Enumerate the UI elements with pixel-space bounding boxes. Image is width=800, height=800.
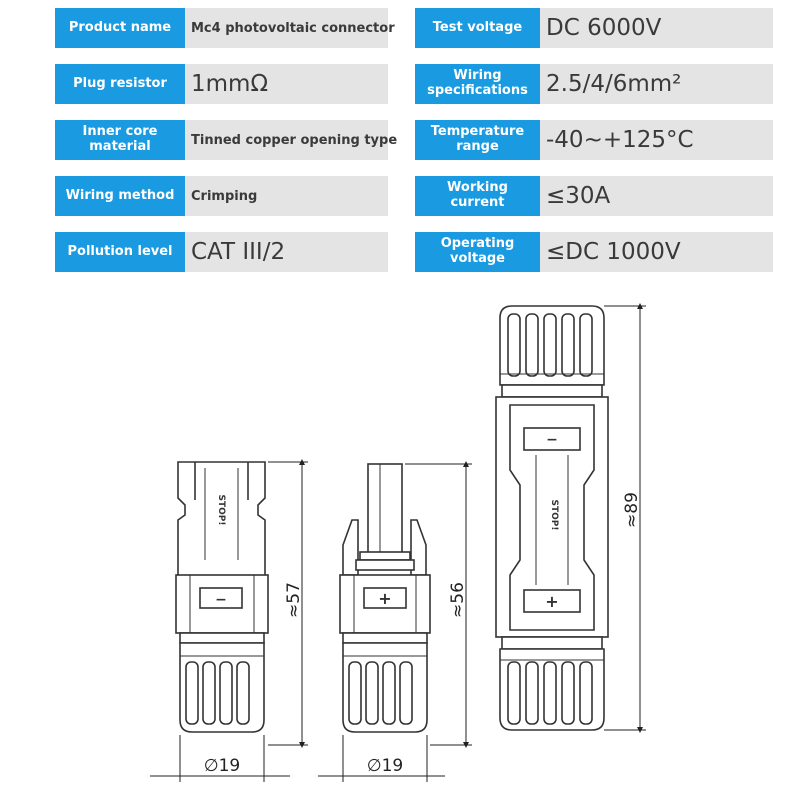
spec-value-working-current: ≤30A bbox=[540, 176, 773, 216]
male-plus-sign: + bbox=[378, 589, 391, 608]
specification-table: Product name Mc4 photovoltaic connector … bbox=[0, 0, 800, 290]
assembled-length-label: ≈89 bbox=[622, 492, 642, 528]
spec-value-temperature-range: -40~+125°C bbox=[540, 120, 773, 160]
female-stop-mark: STOP! bbox=[216, 495, 226, 526]
spec-row-product-name: Product name Mc4 photovoltaic connector … bbox=[55, 8, 775, 48]
assembled-plus-sign: + bbox=[545, 592, 558, 611]
female-connector-drawing bbox=[175, 461, 269, 733]
spec-label-working-current: Working current bbox=[415, 176, 540, 216]
spec-label-wiring-method: Wiring method bbox=[55, 176, 185, 216]
male-length-label: ≈56 bbox=[448, 582, 468, 618]
spec-value-test-voltage: DC 6000V bbox=[540, 8, 773, 48]
spec-value-operating-voltage: ≤DC 1000V bbox=[540, 232, 773, 272]
female-diameter-label: ∅19 bbox=[204, 756, 240, 776]
spec-label-test-voltage: Test voltage bbox=[415, 8, 540, 48]
assembled-connector-drawing bbox=[495, 305, 609, 731]
connector-technical-drawing: STOP! − ≈57 ∅19 + bbox=[150, 303, 646, 782]
assembled-stop-mark: STOP! bbox=[549, 500, 559, 531]
spec-value-product-name: Mc4 photovoltaic connector bbox=[185, 8, 395, 48]
female-length-label: ≈57 bbox=[284, 582, 304, 618]
male-diameter-label: ∅19 bbox=[367, 756, 403, 776]
female-minus-sign: − bbox=[215, 592, 227, 608]
spec-label-inner-core-material: Inner core material bbox=[55, 120, 185, 160]
male-connector-drawing bbox=[339, 463, 431, 733]
spec-value-pollution-level: CAT III/2 bbox=[185, 232, 388, 272]
spec-row-inner-core: Inner core material Tinned copper openin… bbox=[55, 120, 775, 160]
spec-value-inner-core-material: Tinned copper opening type bbox=[185, 120, 397, 160]
spec-label-plug-resistor: Plug resistor bbox=[55, 64, 185, 104]
spec-label-product-name: Product name bbox=[55, 8, 185, 48]
spec-row-plug-resistor: Plug resistor 1mmΩ Wiring specifications… bbox=[55, 64, 775, 104]
spec-row-wiring-method: Wiring method Crimping Working current ≤… bbox=[55, 176, 775, 216]
spec-label-temperature-range: Temperature range bbox=[415, 120, 540, 160]
spec-label-operating-voltage: Operating voltage bbox=[415, 232, 540, 272]
spec-label-wiring-specifications: Wiring specifications bbox=[415, 64, 540, 104]
assembled-minus-sign: − bbox=[546, 432, 558, 448]
spec-value-wiring-specifications: 2.5/4/6mm² bbox=[540, 64, 773, 104]
spec-label-pollution-level: Pollution level bbox=[55, 232, 185, 272]
spec-value-wiring-method: Crimping bbox=[185, 176, 388, 216]
spec-value-plug-resistor: 1mmΩ bbox=[185, 64, 388, 104]
spec-row-pollution-level: Pollution level CAT III/2 Operating volt… bbox=[55, 232, 775, 272]
